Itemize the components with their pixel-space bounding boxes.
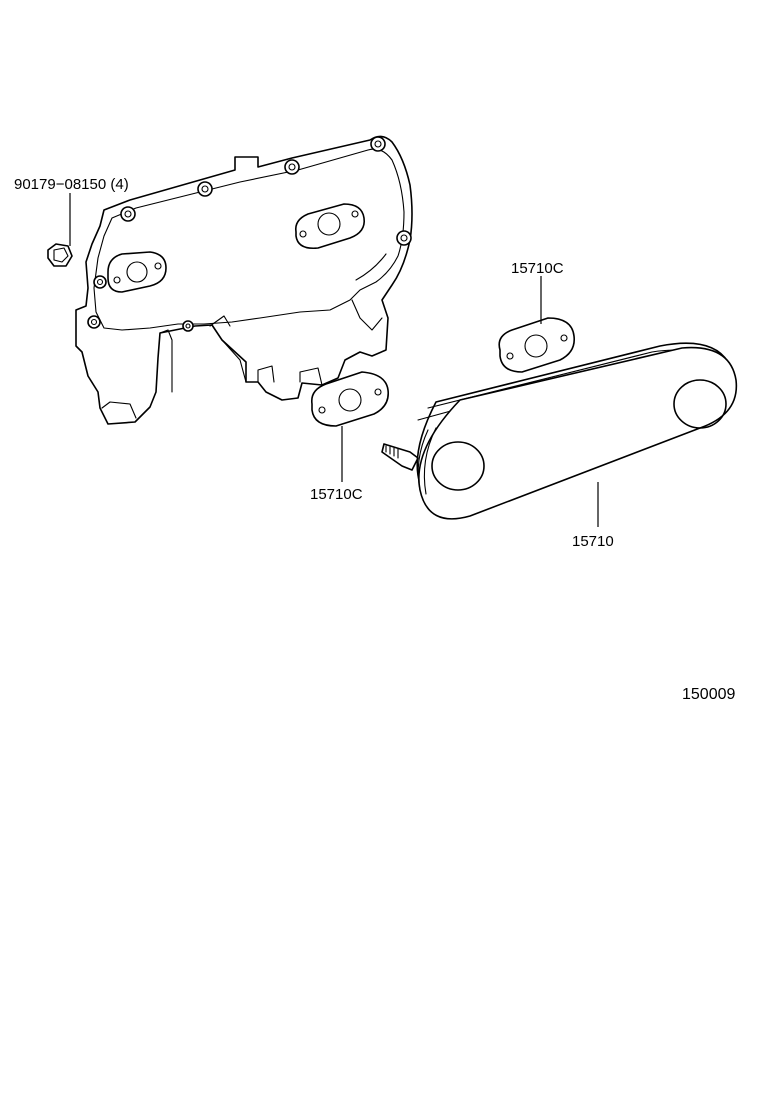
gasket-upper-part-number: 15710C	[511, 260, 564, 277]
gasket-upper	[498, 276, 576, 373]
nut-part	[47, 193, 73, 267]
nut-part-number: 90179−08150 (4)	[14, 176, 129, 193]
figure-number: 150009	[682, 686, 735, 703]
gasket-lower	[310, 371, 390, 482]
cooler-part-number: 15710	[572, 533, 614, 550]
cover-housing	[75, 135, 413, 425]
gasket-lower-part-number: 15710C	[310, 486, 363, 503]
oil-cooler	[381, 342, 738, 527]
